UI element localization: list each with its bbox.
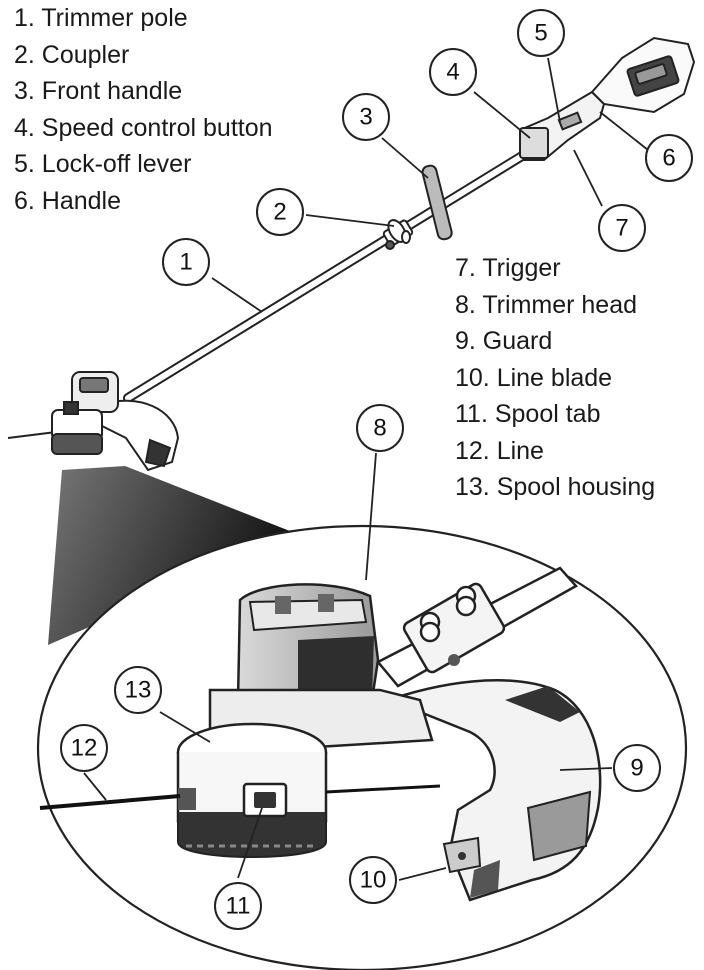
legend-item-handle: 6. Handle — [14, 186, 122, 215]
legend-item-line: 12. Line — [455, 436, 544, 465]
svg-text:7: 7 — [615, 215, 628, 242]
legend-item-guard: 9. Guard — [455, 327, 553, 355]
zoom-beam — [48, 466, 300, 645]
legend-item-trigger: 7. Trigger — [455, 254, 561, 282]
callout-3: 3 — [342, 93, 390, 141]
legend-item-front-handle: 3. Front handle — [14, 77, 183, 105]
svg-text:9: 9 — [630, 755, 643, 782]
callout-5: 5 — [517, 9, 565, 57]
legend-item-lock-off-lever: 5. Lock-off lever — [14, 150, 192, 178]
trimmer-head-detail — [39, 566, 602, 902]
trimmer-head-small — [7, 371, 180, 472]
parts-legend-right: 7. Trigger 8. Trimmer head 9. Guard 10. … — [455, 250, 655, 506]
callout-13: 13 — [114, 666, 162, 714]
callout-11: 11 — [214, 882, 262, 930]
svg-text:5: 5 — [534, 20, 547, 47]
legend-item-spool-housing: 13. Spool housing — [455, 473, 656, 501]
legend-item-trimmer-head: 8. Trimmer head — [455, 290, 638, 319]
motor-housing-detail — [236, 583, 380, 706]
callout-9: 9 — [613, 744, 661, 792]
pole-detail — [376, 566, 578, 688]
svg-text:10: 10 — [360, 867, 387, 894]
callout-2: 2 — [256, 188, 304, 236]
callout-10: 10 — [349, 856, 397, 904]
callout-1: 1 — [162, 238, 210, 286]
callout-4: 4 — [429, 48, 477, 96]
svg-text:11: 11 — [226, 893, 251, 920]
callout-8: 8 — [356, 404, 404, 452]
legend-item-speed-control-button: 4. Speed control button — [14, 113, 273, 142]
svg-text:1: 1 — [179, 249, 192, 276]
legend-item-coupler: 2. Coupler — [14, 40, 130, 69]
trimmer-overview — [7, 36, 696, 472]
svg-text:2: 2 — [273, 199, 286, 226]
spool-tab-detail — [242, 782, 288, 818]
legend-item-trimmer-pole: 1. Trimmer pole — [14, 4, 188, 32]
callout-6: 6 — [645, 134, 693, 182]
trimmer-pole — [123, 135, 553, 403]
callout-7: 7 — [598, 204, 646, 252]
leader-lines — [83, 57, 649, 881]
svg-text:12: 12 — [71, 735, 98, 762]
line-blade-detail — [442, 836, 482, 874]
cutting-line-detail — [39, 794, 181, 810]
svg-text:3: 3 — [359, 104, 372, 131]
cutting-line-detail-right — [325, 784, 441, 794]
svg-text:8: 8 — [373, 415, 386, 442]
front-handle — [421, 164, 453, 241]
svg-text:13: 13 — [125, 677, 152, 704]
callout-circles: 1 2 3 4 5 6 7 — [60, 9, 693, 930]
legend-item-spool-tab: 11. Spool tab — [455, 400, 601, 428]
svg-text:4: 4 — [446, 59, 459, 86]
parts-legend-top: 1. Trimmer pole 2. Coupler 3. Front hand… — [14, 0, 273, 219]
svg-text:6: 6 — [662, 145, 675, 172]
legend-item-line-blade: 10. Line blade — [455, 363, 613, 392]
guard-detail — [371, 679, 602, 902]
callout-12: 12 — [60, 724, 108, 772]
